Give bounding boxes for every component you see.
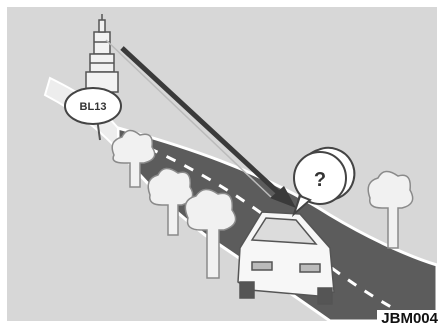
sign-text: BL13 [80, 101, 107, 113]
bubble-text: ? [314, 169, 326, 191]
gps-tower-icon [86, 14, 118, 92]
tree-icon [368, 171, 412, 248]
question-bubble-icon: ? [294, 148, 354, 214]
figure-code: JBM004 [377, 310, 442, 327]
